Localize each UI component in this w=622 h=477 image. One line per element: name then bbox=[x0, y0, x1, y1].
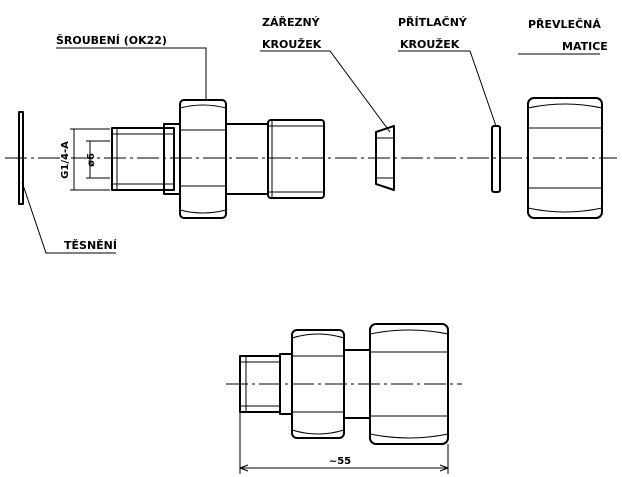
thread-dimension: G1/4-A ø6 bbox=[60, 128, 110, 191]
pritlacny-leader bbox=[398, 50, 497, 127]
union-nut bbox=[527, 97, 603, 219]
pressure-ring bbox=[491, 125, 501, 193]
length-dimension: ~55 bbox=[239, 412, 449, 474]
label-zarezny-1: ZÁŘEZNÝ bbox=[262, 16, 321, 29]
fitting-body bbox=[111, 99, 325, 219]
length-label: ~55 bbox=[329, 456, 351, 467]
label-prevlecna-2: MATICE bbox=[562, 40, 608, 53]
thread-size-label: G1/4-A bbox=[60, 141, 71, 179]
seal-washer bbox=[18, 111, 24, 205]
label-pritlacny-2: KROUŽEK bbox=[400, 38, 460, 51]
label-sroubeni: ŠROUBENÍ (OK22) bbox=[56, 34, 167, 47]
label-prevlecna-1: PŘEVLEČNÁ bbox=[528, 18, 601, 31]
cutting-ring bbox=[375, 125, 395, 191]
assembled-view: ~55 bbox=[226, 323, 462, 474]
label-zarezny-2: KROUŽEK bbox=[262, 38, 322, 51]
label-pritlacny-1: PŘÍTLAČNÝ bbox=[398, 16, 468, 29]
bore-size-label: ø6 bbox=[86, 153, 97, 167]
exploded-view: TĚSNĚNÍ G1/4-A ø6 bbox=[5, 16, 617, 254]
sroubeni-leader bbox=[56, 47, 207, 100]
label-tesneni: TĚSNĚNÍ bbox=[64, 239, 117, 252]
seal-leader bbox=[21, 181, 116, 254]
zarezny-leader bbox=[260, 50, 391, 133]
